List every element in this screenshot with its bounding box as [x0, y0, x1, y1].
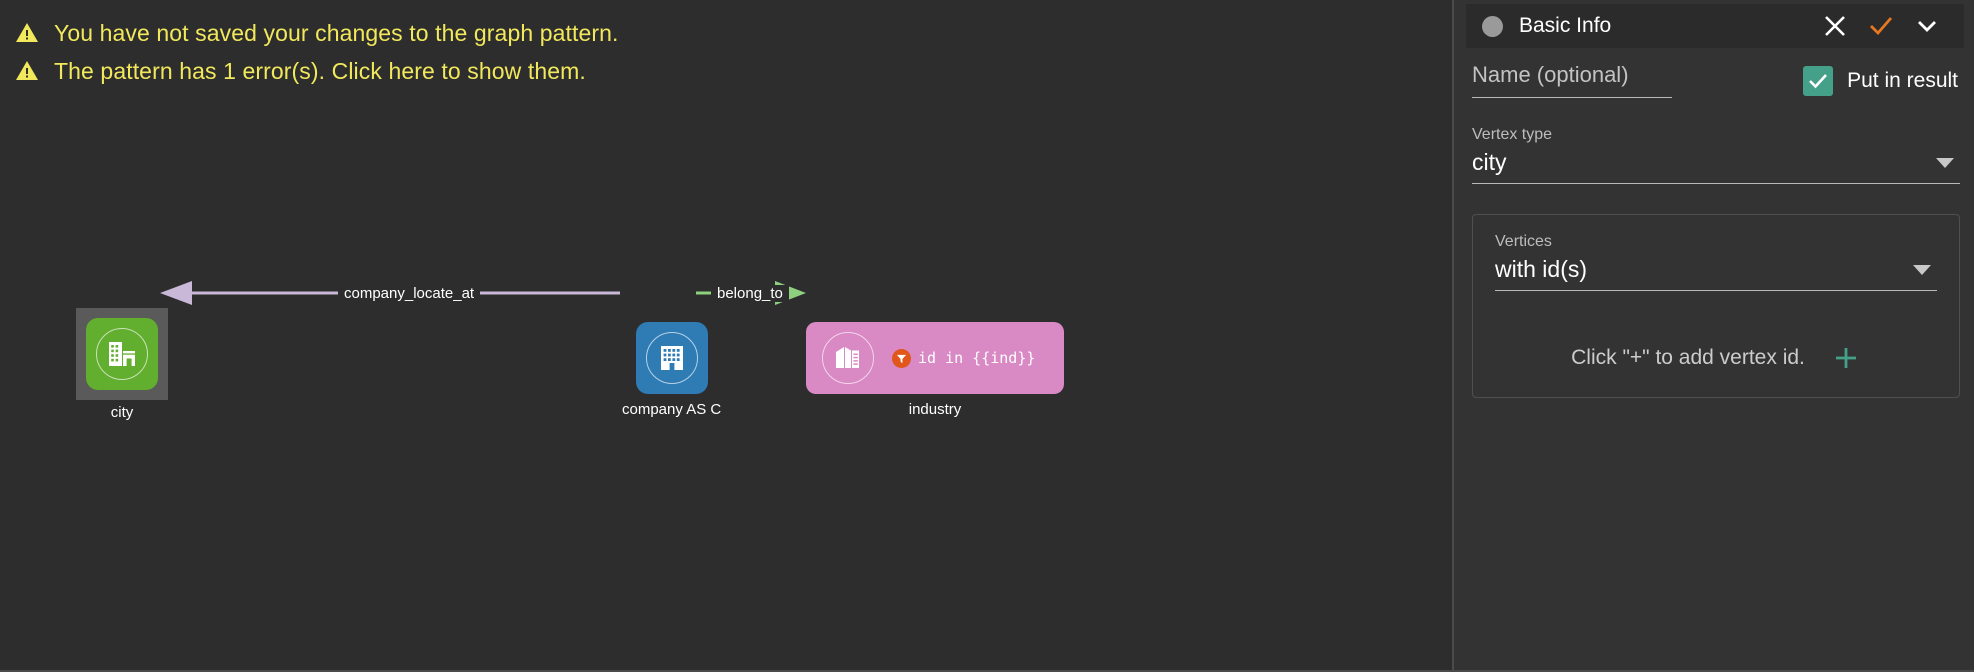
- node-city-shape[interactable]: [86, 318, 158, 390]
- filter-icon: [892, 348, 911, 368]
- vertex-type-value: city: [1472, 149, 1507, 175]
- confirm-button[interactable]: [1858, 6, 1904, 46]
- close-button[interactable]: [1812, 6, 1858, 46]
- warning-text: You have not saved your changes to the g…: [54, 19, 619, 46]
- edge-company-locate-at-arrowhead: [160, 281, 192, 305]
- node-selection-halo: [76, 308, 168, 400]
- node-industry-shape[interactable]: id in {{ind}}: [806, 322, 1064, 394]
- buildings-icon: [109, 342, 135, 366]
- vertex-type-label: Vertex type: [1472, 126, 1553, 143]
- edge-label-company-locate-at[interactable]: company_locate_at: [338, 285, 481, 302]
- put-in-result-toggle[interactable]: Put in result: [1803, 66, 1958, 96]
- vertices-value: with id(s): [1495, 256, 1588, 282]
- warning-banner: You have not saved your changes to the g…: [0, 14, 1452, 90]
- node-icon-circle: [96, 328, 148, 380]
- add-vertex-id-hint: Click "+" to add vertex id.: [1571, 346, 1805, 369]
- chevron-down-icon: [1913, 264, 1931, 275]
- vertices-card: Vertices with id(s) Click "+" to add ver…: [1472, 214, 1960, 398]
- node-color-dot[interactable]: [1482, 15, 1503, 37]
- add-vertex-id-row: Click "+" to add vertex id.: [1495, 343, 1937, 373]
- node-icon-circle: [822, 332, 874, 384]
- chevron-down-icon: [1936, 157, 1954, 168]
- node-city-label: city: [110, 404, 134, 421]
- plus-icon[interactable]: [1831, 343, 1861, 373]
- name-input-placeholder: Name (optional): [1472, 62, 1629, 87]
- node-industry-filter[interactable]: id in {{ind}}: [892, 348, 1036, 368]
- vertices-select[interactable]: with id(s): [1495, 254, 1937, 291]
- panel-body: Name (optional) Put in result Vertex typ…: [1472, 62, 1960, 398]
- graph-node-company[interactable]: company AS C: [622, 322, 721, 418]
- basic-info-panel: Basic Info Name (optional): [1452, 0, 1974, 672]
- panel-title: Basic Info: [1519, 14, 1612, 37]
- vertex-type-select[interactable]: city: [1472, 147, 1960, 184]
- check-icon: [1870, 17, 1893, 36]
- warning-row[interactable]: You have not saved your changes to the g…: [0, 14, 1452, 52]
- chevron-down-icon: [1918, 21, 1936, 32]
- edge-label-belong-to[interactable]: belong_to: [711, 285, 789, 302]
- collapse-button[interactable]: [1904, 6, 1950, 46]
- warning-triangle-icon: [16, 23, 38, 42]
- office-building-icon: [660, 346, 683, 370]
- warning-triangle-icon: [16, 61, 38, 80]
- close-icon: [1825, 16, 1845, 36]
- graph-node-industry[interactable]: id in {{ind}} industry: [806, 322, 1064, 418]
- warning-text: The pattern has 1 error(s). Click here t…: [54, 57, 586, 84]
- put-in-result-label: Put in result: [1847, 69, 1958, 92]
- node-company-label: company AS C: [622, 401, 722, 418]
- warning-row[interactable]: The pattern has 1 error(s). Click here t…: [0, 52, 1452, 90]
- graph-node-city[interactable]: city: [76, 308, 168, 421]
- node-company-shape[interactable]: [635, 322, 708, 394]
- node-industry-expression: id in {{ind}}: [918, 349, 1036, 367]
- node-icon-circle: [645, 332, 698, 384]
- node-industry-label: industry: [908, 401, 962, 418]
- panel-header: Basic Info: [1466, 4, 1964, 48]
- name-and-result-row: Name (optional) Put in result: [1472, 62, 1960, 98]
- check-icon: [1809, 74, 1828, 89]
- graph-canvas[interactable]: You have not saved your changes to the g…: [0, 0, 1452, 672]
- vertices-label: Vertices: [1495, 233, 1552, 250]
- put-in-result-checkbox[interactable]: [1803, 66, 1834, 96]
- boxes-icon: [836, 347, 859, 368]
- name-input[interactable]: Name (optional): [1472, 62, 1672, 98]
- graph-edges: [160, 281, 806, 305]
